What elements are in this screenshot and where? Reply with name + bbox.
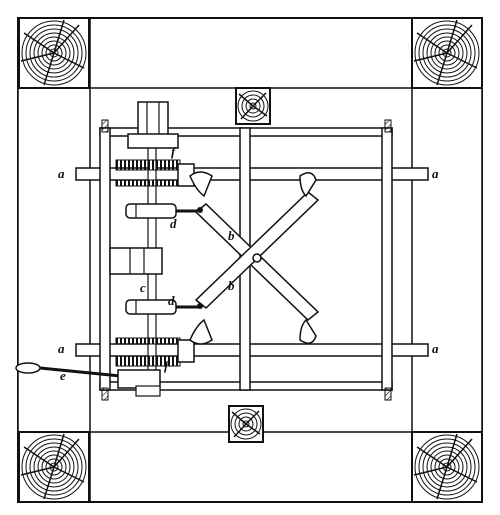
label-a-bottom-right: a — [432, 341, 439, 356]
label-f-top: f — [171, 144, 177, 159]
center-post-top — [235, 87, 271, 125]
label-b-lower: b — [228, 278, 235, 293]
top-bearing — [127, 101, 179, 149]
corner-post-top-right — [411, 17, 483, 89]
label-c: c — [140, 280, 146, 295]
rack-top — [115, 159, 195, 187]
corner-post-bottom-left — [18, 431, 90, 503]
clamp-d-upper — [125, 203, 200, 219]
center-post-bottom — [228, 405, 264, 443]
rod-a-top — [75, 167, 429, 181]
lever-e — [15, 362, 161, 397]
label-a-bottom-left: a — [58, 341, 65, 356]
label-e: e — [60, 368, 66, 383]
center-block — [109, 247, 163, 275]
label-a-top-right: a — [432, 166, 439, 181]
label-d-upper: d — [170, 216, 177, 231]
label-f-bottom: f — [164, 358, 170, 373]
rod-a-bottom — [75, 343, 429, 357]
label-d-lower: d — [168, 293, 175, 308]
crossed-links — [189, 171, 320, 345]
label-a-top-left: a — [58, 166, 65, 181]
corner-post-bottom-right — [411, 431, 483, 503]
corner-post-top-left — [18, 17, 90, 89]
clamp-d-lower — [125, 299, 200, 315]
rack-bottom — [115, 337, 195, 367]
label-b-upper: b — [228, 228, 235, 243]
